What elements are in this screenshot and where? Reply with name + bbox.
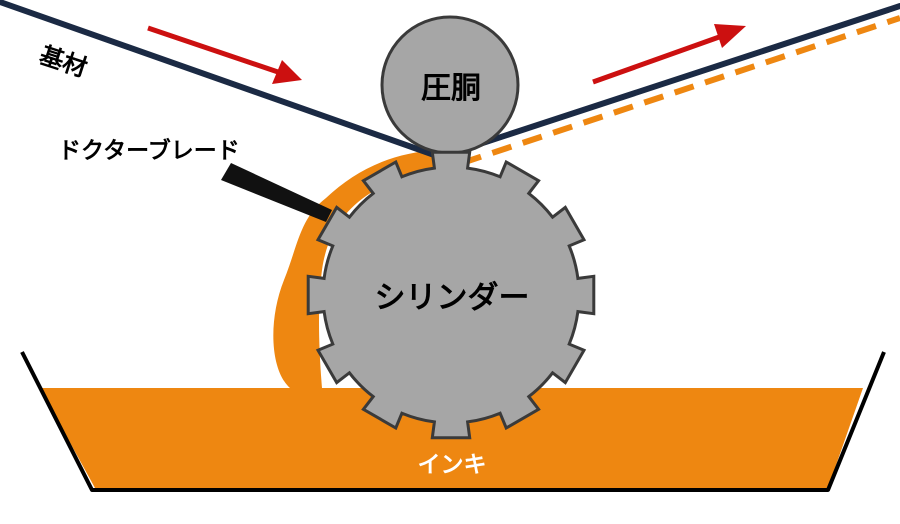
gravure-cylinder	[306, 150, 596, 440]
substrate-in	[0, 0, 443, 160]
label-substrate: 基材	[36, 41, 90, 82]
arrow-in	[147, 25, 302, 84]
ink-tray	[20, 351, 886, 492]
substrate-out	[437, 3, 900, 160]
label-cylinder: シリンダー	[375, 280, 530, 316]
label-impression-cylinder: 圧胴	[421, 71, 481, 106]
doctor-blade	[221, 163, 332, 222]
printed-ink-dashes	[461, 15, 900, 166]
arrow-out	[592, 24, 746, 85]
label-ink: インキ	[418, 452, 487, 478]
label-doctor-blade: ドクターブレード	[58, 137, 240, 164]
